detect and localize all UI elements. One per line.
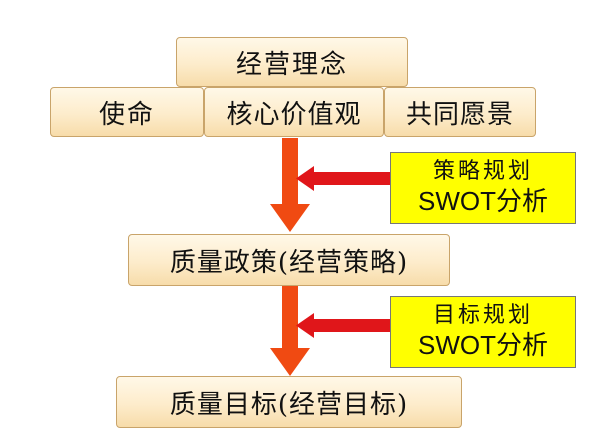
quality-objective-box: 质量目标(经营目标): [116, 376, 462, 428]
core-values-label: 核心价值观: [226, 99, 362, 130]
objective-planning-box: 目标规划 SWOT分析: [390, 296, 576, 368]
left-arrow-2: [296, 313, 392, 338]
mission-box: 使命: [50, 87, 204, 137]
down-arrow-1: [270, 138, 310, 232]
business-philosophy-label: 经营理念: [235, 49, 348, 80]
core-values-box: 核心价值观: [204, 87, 384, 137]
strategy-planning-label: 策略规划: [432, 159, 533, 185]
shared-vision-box: 共同愿景: [384, 87, 536, 137]
quality-policy-box: 质量政策(经营策略): [128, 234, 450, 286]
business-philosophy-box: 经营理念: [176, 37, 408, 87]
quality-objective-label: 质量目标(经营目标): [169, 389, 409, 420]
mission-label: 使命: [98, 99, 155, 130]
shared-vision-label: 共同愿景: [405, 99, 514, 130]
down-arrow-2: [270, 286, 310, 376]
strategy-swot-label: SWOT分析: [418, 185, 548, 216]
objective-swot-label: SWOT分析: [418, 329, 548, 360]
left-arrow-1: [296, 166, 392, 191]
quality-policy-label: 质量政策(经营策略): [169, 247, 409, 278]
strategy-planning-box: 策略规划 SWOT分析: [390, 152, 576, 224]
objective-planning-label: 目标规划: [432, 303, 533, 329]
